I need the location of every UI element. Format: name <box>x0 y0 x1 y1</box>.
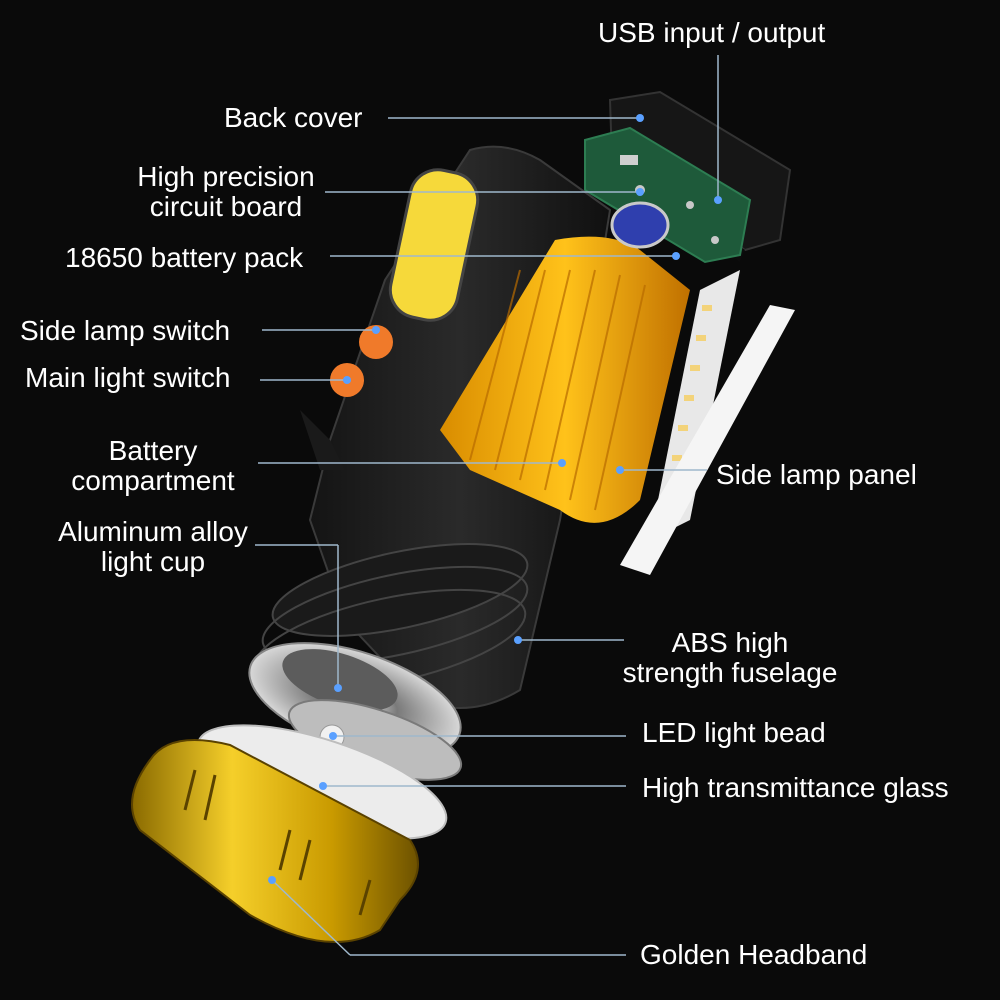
side-lamp-switch-part <box>359 325 393 359</box>
leader-lines <box>255 55 719 956</box>
main-light-switch-label: Main light switch <box>25 362 231 393</box>
circuit-board-label: High precision circuit board <box>130 162 322 222</box>
glass-label: High transmittance glass <box>642 772 949 803</box>
side-lamp-panel-label: Side lamp panel <box>716 459 917 490</box>
battery-compartment-label-line2: compartment <box>71 465 235 496</box>
battery-compartment-label: Battery compartment <box>64 436 242 496</box>
back-cover-label: Back cover <box>224 102 363 133</box>
led-bead-label: LED light bead <box>642 717 826 748</box>
battery-pack-label: 18650 battery pack <box>65 242 304 273</box>
fuselage-label: ABS high strength fuselage <box>614 628 846 688</box>
side-lamp-switch-label: Side lamp switch <box>20 315 231 346</box>
usb-label: USB input / output <box>598 17 826 48</box>
light-cup-label-line2: light cup <box>100 546 206 577</box>
battery-compartment-label-line1: Battery <box>108 435 198 466</box>
circuit-board-label-line1: High precision <box>137 161 315 192</box>
battery-part <box>440 201 690 523</box>
cob-side-lamp <box>388 168 480 322</box>
headband-part <box>131 739 419 943</box>
fuselage-label-line2: strength fuselage <box>622 657 838 688</box>
headband-label: Golden Headband <box>640 939 868 970</box>
leader-dots <box>268 114 722 884</box>
fuselage-label-line1: ABS high <box>671 627 789 658</box>
light-cup-label-line1: Aluminum alloy <box>58 516 248 547</box>
side-lamp-panel-part <box>620 270 795 575</box>
circuit-board-label-line2: circuit board <box>149 191 303 222</box>
light-cup-label: Aluminum alloy light cup <box>50 517 256 577</box>
